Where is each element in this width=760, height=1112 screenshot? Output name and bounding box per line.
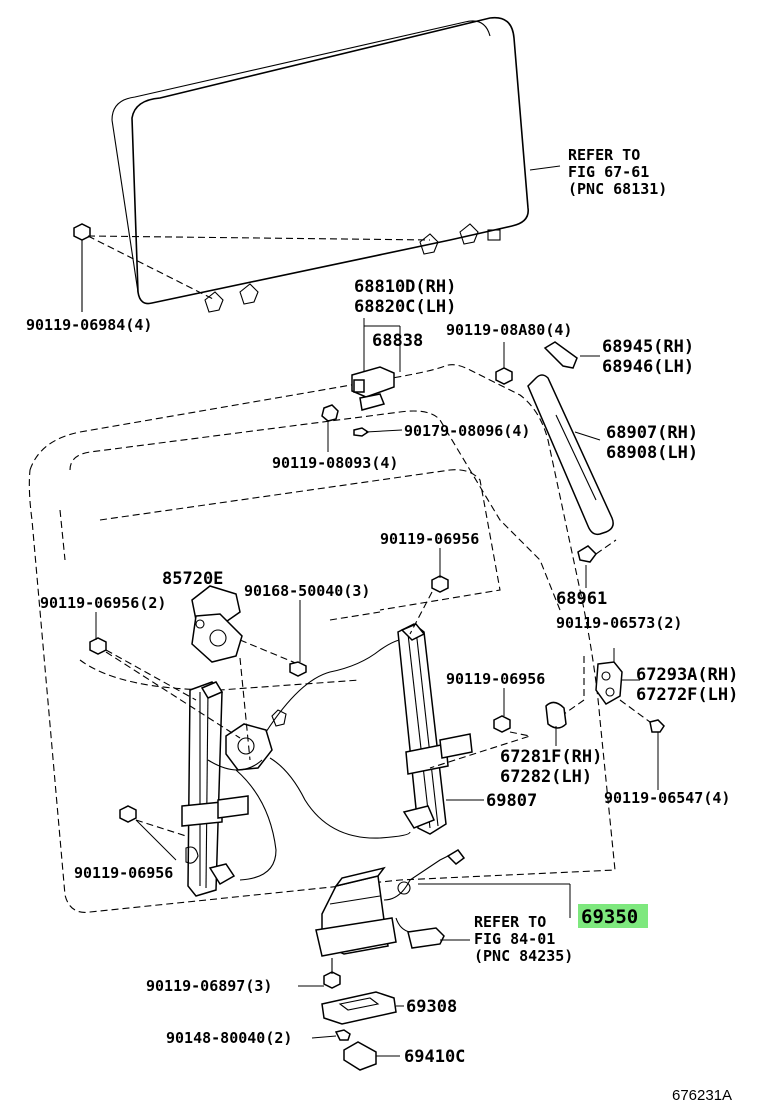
- callout-hinge-bolt: 90119-08093(4): [272, 454, 398, 472]
- back-door-lock: [315, 849, 571, 957]
- callout-reg-bolt-b: 90119-06956(2): [40, 594, 166, 612]
- callout-latch-rh: 67293A(RH): [636, 665, 738, 685]
- callout-motor: 85720E: [162, 569, 223, 589]
- door-latch: [545, 648, 665, 790]
- regulator-motor: [191, 585, 299, 761]
- callout-cover: 69308: [406, 997, 457, 1017]
- lock-screw: [298, 958, 341, 989]
- callout-stay-ball: 68961: [556, 589, 607, 609]
- back-door-outline: [28, 364, 616, 913]
- lock-assy-highlight: [578, 904, 648, 928]
- callout-latch-bolt: 90119-06573(2): [556, 614, 682, 632]
- callout-clip: 69410C: [404, 1047, 465, 1067]
- door-glass: [111, 16, 561, 313]
- refer-lock-line1: REFER TO: [474, 913, 546, 931]
- callout-hinge-part: 68838: [372, 331, 423, 351]
- callout-lock-assy: 69350: [581, 906, 638, 928]
- callout-lock-screw: 90119-06897(3): [146, 977, 272, 995]
- refer-glass-line2: FIG 67-61: [568, 163, 649, 181]
- callout-reg-bolt-a: 90119-06956: [380, 530, 479, 548]
- callout-stay-bolt: 90119-08A80(4): [446, 321, 572, 339]
- regulator-bolt-b: [89, 612, 241, 739]
- lock-clip: [343, 1041, 400, 1071]
- regulator-bolt-d: [119, 805, 187, 861]
- callout-glass-bolt: 90119-06984(4): [26, 316, 152, 334]
- callout-striker-lh: 67282(LH): [500, 767, 592, 787]
- refer-lock-line3: (PNC 84235): [474, 947, 573, 965]
- refer-glass-line3: (PNC 68131): [568, 180, 667, 198]
- window-regulator-left: [181, 638, 411, 897]
- callout-hinge-nut: 90179-08096(4): [404, 422, 530, 440]
- callout-reg-bolt-c: 90119-06956: [446, 670, 545, 688]
- motor-bolt: [289, 600, 307, 677]
- refer-glass-line1: REFER TO: [568, 146, 640, 164]
- door-hinge: [321, 318, 403, 452]
- regulator-bolt-a: [409, 548, 449, 635]
- callout-striker-rh: 67281F(RH): [500, 747, 602, 767]
- cover-screw: [311, 1029, 351, 1041]
- window-regulator-right: [397, 623, 484, 835]
- callout-stay-bracket-lh: 68946(LH): [602, 357, 694, 377]
- callout-stay-rh: 68907(RH): [606, 423, 698, 443]
- regulator-bolt-c: [429, 688, 533, 769]
- refer-lock-line2: FIG 84-01: [474, 930, 555, 948]
- callout-latch-screw: 90119-06547(4): [604, 789, 730, 807]
- lock-cover: [321, 991, 404, 1025]
- callout-hinge-rh: 68810D(RH): [354, 277, 456, 297]
- callout-stay-bracket-rh: 68945(RH): [602, 337, 694, 357]
- callout-cover-screw: 90148-80040(2): [166, 1029, 292, 1047]
- callout-reg-bolt-d: 90119-06956: [74, 864, 173, 882]
- figure-id: 676231A: [672, 1087, 732, 1104]
- callout-latch-lh: 67272F(LH): [636, 685, 738, 705]
- callout-hinge-lh: 68820C(LH): [354, 297, 456, 317]
- callout-regulator: 69807: [486, 791, 537, 811]
- callout-stay-lh: 68908(LH): [606, 443, 698, 463]
- glass-bolt: [73, 223, 431, 312]
- door-stay: [495, 341, 617, 588]
- callout-motor-bolt: 90168-50040(3): [244, 582, 370, 600]
